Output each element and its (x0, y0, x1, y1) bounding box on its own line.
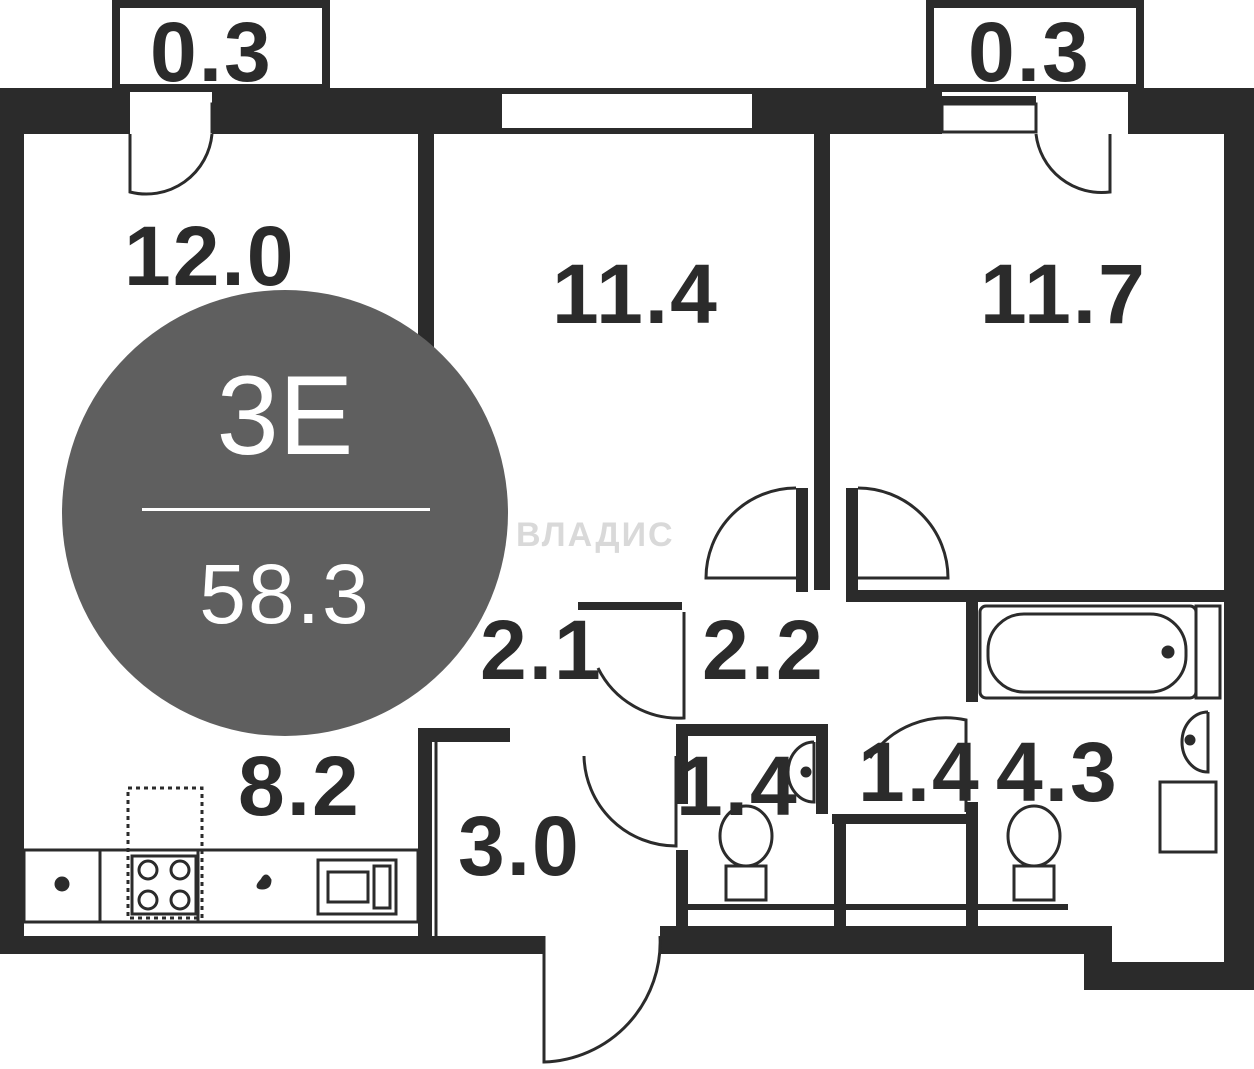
kitchen-counter (22, 786, 420, 924)
area-kitchen: 8.2 (238, 739, 361, 833)
area-corridor-left: 2.1 (480, 603, 603, 697)
area-room-left: 12.0 (124, 209, 296, 303)
area-balcony-right: 0.3 (968, 5, 1091, 99)
area-wc: 1.4 (676, 739, 799, 833)
bathroom-fixtures (718, 604, 1222, 902)
balcony-right (926, 0, 1144, 195)
badge-divider (142, 508, 430, 511)
unit-type-label: 3E (216, 353, 354, 478)
area-utility: 1.4 (858, 725, 981, 819)
total-area-label: 58.3 (199, 547, 371, 641)
doors (434, 486, 968, 1064)
area-hall: 2.2 (702, 603, 825, 697)
balcony-left (112, 0, 330, 196)
area-balcony-left: 0.3 (150, 5, 273, 99)
area-room-right: 11.7 (980, 247, 1147, 341)
unit-badge (62, 290, 508, 736)
exterior-walls (0, 88, 1254, 990)
area-entrance: 3.0 (458, 799, 581, 893)
area-bathroom: 4.3 (996, 725, 1119, 819)
area-room-middle: 11.4 (552, 247, 719, 341)
watermark: ВЛАДИС (516, 516, 675, 554)
